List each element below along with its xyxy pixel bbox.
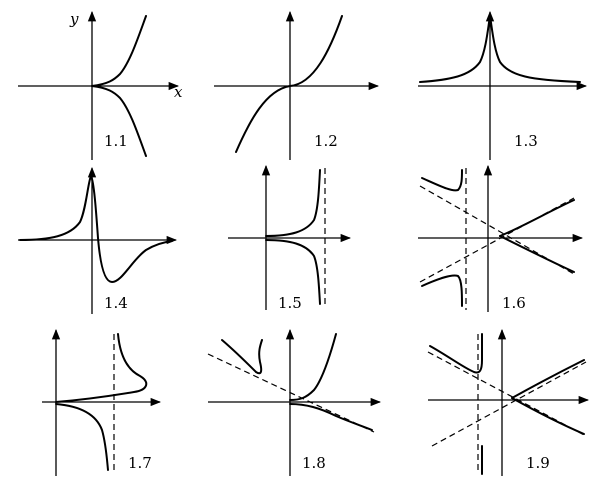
curve-right-lower-branch [499,235,575,273]
x-axis-label: x [174,83,183,101]
panel-1-1: y x 1.1 [18,10,183,160]
curve-bottom-branch [289,403,373,431]
curve-right-upper-branch [499,199,575,237]
panel-1-7: 1.7 [42,328,162,476]
panel-label: 1.2 [314,132,338,150]
curve-upper-branch [91,15,147,87]
panel-1-8: 1.8 [207,328,382,476]
panel-1-6: 1.6 [418,164,584,312]
y-axis-label: y [69,10,79,28]
curve-left-top-branch [421,169,463,192]
panel-1-5: 1.5 [228,164,352,312]
oscillating-curve [19,175,173,283]
curve-upper-branch [265,169,321,237]
peak-curve [419,15,581,83]
curve-left-top-branch [429,333,483,374]
curve-lower-branch [91,85,147,157]
panel-label: 1.1 [104,132,128,150]
oblique-asymptote-rising [431,361,587,447]
panel-label: 1.7 [128,454,152,472]
curve-right-branch [289,333,337,401]
panel-label: 1.4 [104,294,128,312]
curve-lower-branch [55,403,109,471]
panel-label: 1.6 [502,294,526,312]
curve-left-bottom-branch [421,274,463,307]
curve-lower-branch [265,239,321,305]
panel-1-3: 1.3 [418,10,588,160]
panel-label: 1.3 [514,132,538,150]
panel-label: 1.9 [526,454,550,472]
curve-right-upper-branch [511,359,585,399]
oblique-asymptote [207,353,375,433]
panel-1-9: 1.9 [427,328,590,476]
panel-1-2: 1.2 [214,10,380,160]
panel-label: 1.5 [278,294,302,312]
panel-1-4: 1.4 [18,166,178,314]
curve-left-branch [221,339,263,375]
curve-right-lower-branch [511,397,585,435]
cubic-curve [235,15,343,153]
curve-upper-branch [55,333,148,403]
panel-label: 1.8 [302,454,326,472]
